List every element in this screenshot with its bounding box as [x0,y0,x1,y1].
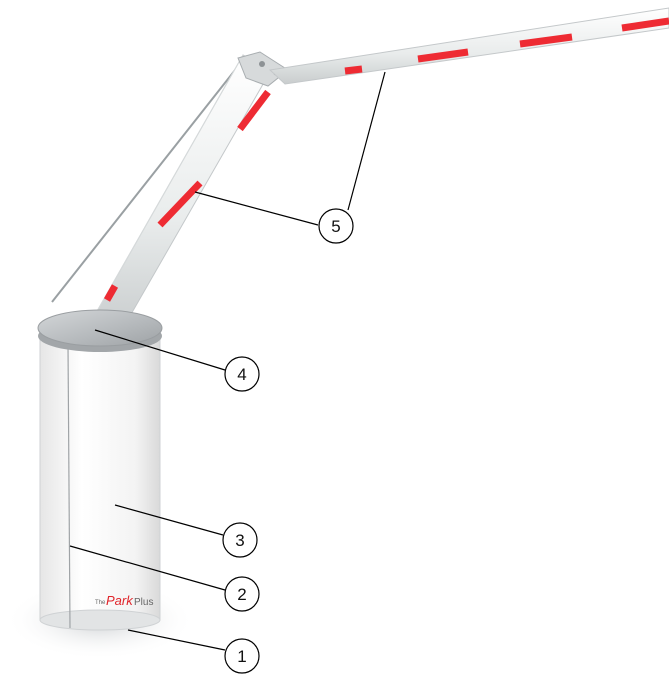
callout-5: 5 [319,209,353,243]
callout-3: 3 [223,523,257,557]
callout-1: 1 [225,639,259,673]
svg-text:Plus: Plus [134,597,153,608]
callout-4-label: 4 [237,365,246,384]
svg-text:The: The [95,600,106,606]
callout-3-label: 3 [235,531,244,550]
barrier-cabinet [40,330,160,630]
boom-lower-segment [52,55,270,330]
boom-upper-segment [270,8,669,84]
callout-4: 4 [225,357,259,391]
callout-1-label: 1 [237,647,246,666]
callout-5-label: 5 [331,217,340,236]
callout-2-label: 2 [237,585,246,604]
callout-2: 2 [225,577,259,611]
svg-text:Park: Park [106,593,134,608]
